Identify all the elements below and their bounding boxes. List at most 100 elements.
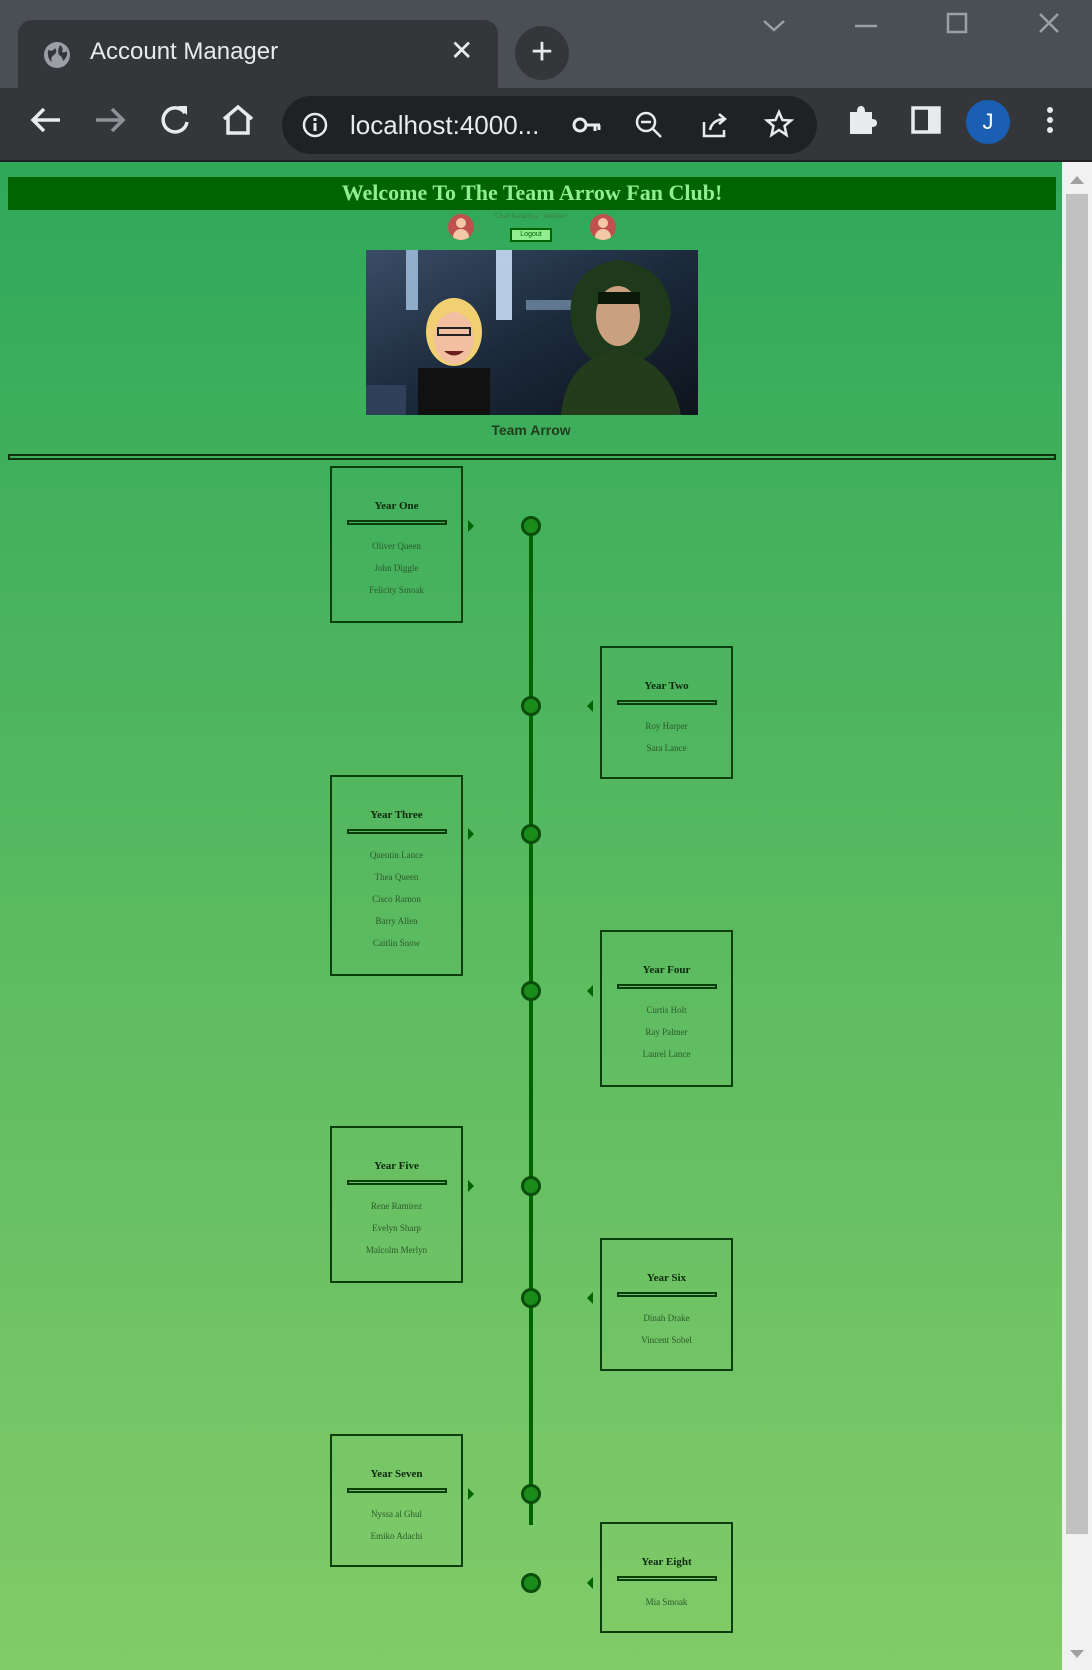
browser-titlebar: Account Manager ✕ + (0, 0, 1092, 88)
minimize-icon[interactable] (853, 16, 879, 36)
card-title: Year One (374, 500, 419, 512)
hero-caption: Team Arrow (491, 422, 571, 438)
side-panel-icon[interactable] (906, 100, 946, 140)
page-viewport: Welcome To The Team Arrow Fan Club! Chad… (0, 162, 1062, 1670)
timeline-card-year-six: Year Six Dinah Drake Vincent Sobel (600, 1238, 733, 1371)
bookmark-star-icon[interactable] (764, 109, 794, 139)
card-member: John Diggle (374, 563, 419, 573)
card-title: Year Two (644, 680, 689, 692)
key-icon[interactable] (572, 113, 602, 137)
timeline-card-year-three: Year Three Quentin Lance Thea Queen Cisc… (330, 775, 463, 976)
card-member: Barry Allen (375, 916, 418, 926)
card-member: Rene Ramirez (370, 1201, 423, 1211)
team-arrow-photo (366, 250, 698, 415)
pointer-right-icon (468, 520, 474, 532)
timeline-card-year-two: Year Two Roy Harper Sara Lance (600, 646, 733, 779)
card-title: Year Six (646, 1272, 687, 1284)
card-title: Year Eight (641, 1556, 692, 1568)
card-rule (616, 700, 717, 705)
pointer-right-icon (468, 828, 474, 840)
card-member: Mia Smoak (645, 1597, 688, 1607)
scroll-up-arrow-icon[interactable] (1070, 176, 1084, 184)
card-member: Vincent Sobel (641, 1335, 692, 1345)
card-member: Emiko Adachi (370, 1531, 423, 1541)
pointer-left-icon (587, 1292, 593, 1304)
extensions-icon[interactable] (842, 100, 882, 140)
pointer-left-icon (587, 1577, 593, 1589)
card-member: Malcolm Merlyn (365, 1245, 428, 1255)
globe-icon (44, 42, 70, 68)
logout-button[interactable]: Logout (510, 228, 552, 242)
timeline-dot (521, 516, 541, 536)
profile-avatar[interactable]: J (966, 100, 1010, 144)
reload-icon[interactable] (154, 100, 194, 140)
card-rule (346, 1488, 447, 1493)
timeline-dot (521, 824, 541, 844)
address-bar[interactable]: localhost:4000... (282, 96, 817, 154)
card-title: Year Seven (370, 1468, 423, 1480)
card-member: Ray Palmer (645, 1027, 688, 1037)
card-member: Thea Queen (374, 872, 419, 882)
card-member: Sara Lance (646, 743, 687, 753)
timeline-dot (521, 1573, 541, 1593)
timeline-dot (521, 696, 541, 716)
pointer-right-icon (468, 1180, 474, 1192)
timeline-card-year-five: Year Five Rene Ramirez Evelyn Sharp Malc… (330, 1126, 463, 1283)
welcome-banner: Welcome To The Team Arrow Fan Club! (8, 177, 1056, 210)
menu-dots-icon[interactable] (1040, 100, 1060, 140)
browser-toolbar: localhost:4000... J (0, 88, 1092, 162)
card-rule (346, 1180, 447, 1185)
share-icon[interactable] (700, 110, 730, 140)
forward-arrow-icon[interactable] (90, 100, 130, 140)
scroll-down-arrow-icon[interactable] (1070, 1650, 1084, 1658)
home-icon[interactable] (218, 100, 258, 140)
card-rule (616, 1292, 717, 1297)
new-tab-button[interactable]: + (515, 26, 569, 80)
user-row: Chad Galactica · member Logout (0, 210, 1062, 250)
timeline-card-year-four: Year Four Curtis Holt Ray Palmer Laurel … (600, 930, 733, 1087)
card-member: Roy Harper (645, 721, 688, 731)
card-rule (346, 520, 447, 525)
user-info-text: Chad Galactica · member (495, 212, 567, 220)
pointer-left-icon (587, 985, 593, 997)
back-arrow-icon[interactable] (26, 100, 66, 140)
close-window-icon[interactable] (1038, 12, 1060, 34)
card-member: Oliver Queen (372, 541, 421, 551)
info-icon[interactable] (302, 112, 328, 138)
pointer-left-icon (587, 700, 593, 712)
vertical-scrollbar[interactable] (1062, 162, 1092, 1670)
pointer-right-icon (468, 1488, 474, 1500)
card-member: Dinah Drake (643, 1313, 690, 1323)
avatar (590, 214, 616, 240)
card-member: Felicity Smoak (369, 585, 424, 595)
card-title: Year Five (374, 1160, 419, 1172)
tab-title: Account Manager (90, 38, 279, 65)
card-member: Evelyn Sharp (372, 1223, 421, 1233)
browser-tab[interactable]: Account Manager ✕ (18, 20, 498, 88)
card-member: Laurel Lance (642, 1049, 691, 1059)
timeline-card-year-one: Year One Oliver Queen John Diggle Felici… (330, 466, 463, 623)
url-text[interactable]: localhost:4000... (350, 110, 540, 140)
zoom-out-icon[interactable] (634, 110, 664, 140)
card-rule (346, 829, 447, 834)
scroll-thumb[interactable] (1066, 194, 1088, 1534)
divider (8, 454, 1056, 460)
timeline-dot (521, 1176, 541, 1196)
timeline-dot (521, 981, 541, 1001)
timeline-dot (521, 1288, 541, 1308)
card-rule (616, 1576, 717, 1581)
timeline-spine (529, 525, 533, 1525)
card-member: Quentin Lance (369, 850, 424, 860)
card-member: Curtis Holt (646, 1005, 687, 1015)
avatar (448, 214, 474, 240)
card-rule (616, 984, 717, 989)
maximize-icon[interactable] (946, 12, 968, 34)
card-member: Nyssa al Ghul (371, 1509, 422, 1519)
timeline-card-year-eight: Year Eight Mia Smoak (600, 1522, 733, 1633)
timeline-dot (521, 1484, 541, 1504)
card-title: Year Four (642, 964, 691, 976)
card-member: Cisco Ramon (372, 894, 421, 904)
tab-close-button[interactable]: ✕ (450, 35, 474, 66)
timeline-card-year-seven: Year Seven Nyssa al Ghul Emiko Adachi (330, 1434, 463, 1567)
tab-search-icon[interactable] (760, 16, 788, 36)
